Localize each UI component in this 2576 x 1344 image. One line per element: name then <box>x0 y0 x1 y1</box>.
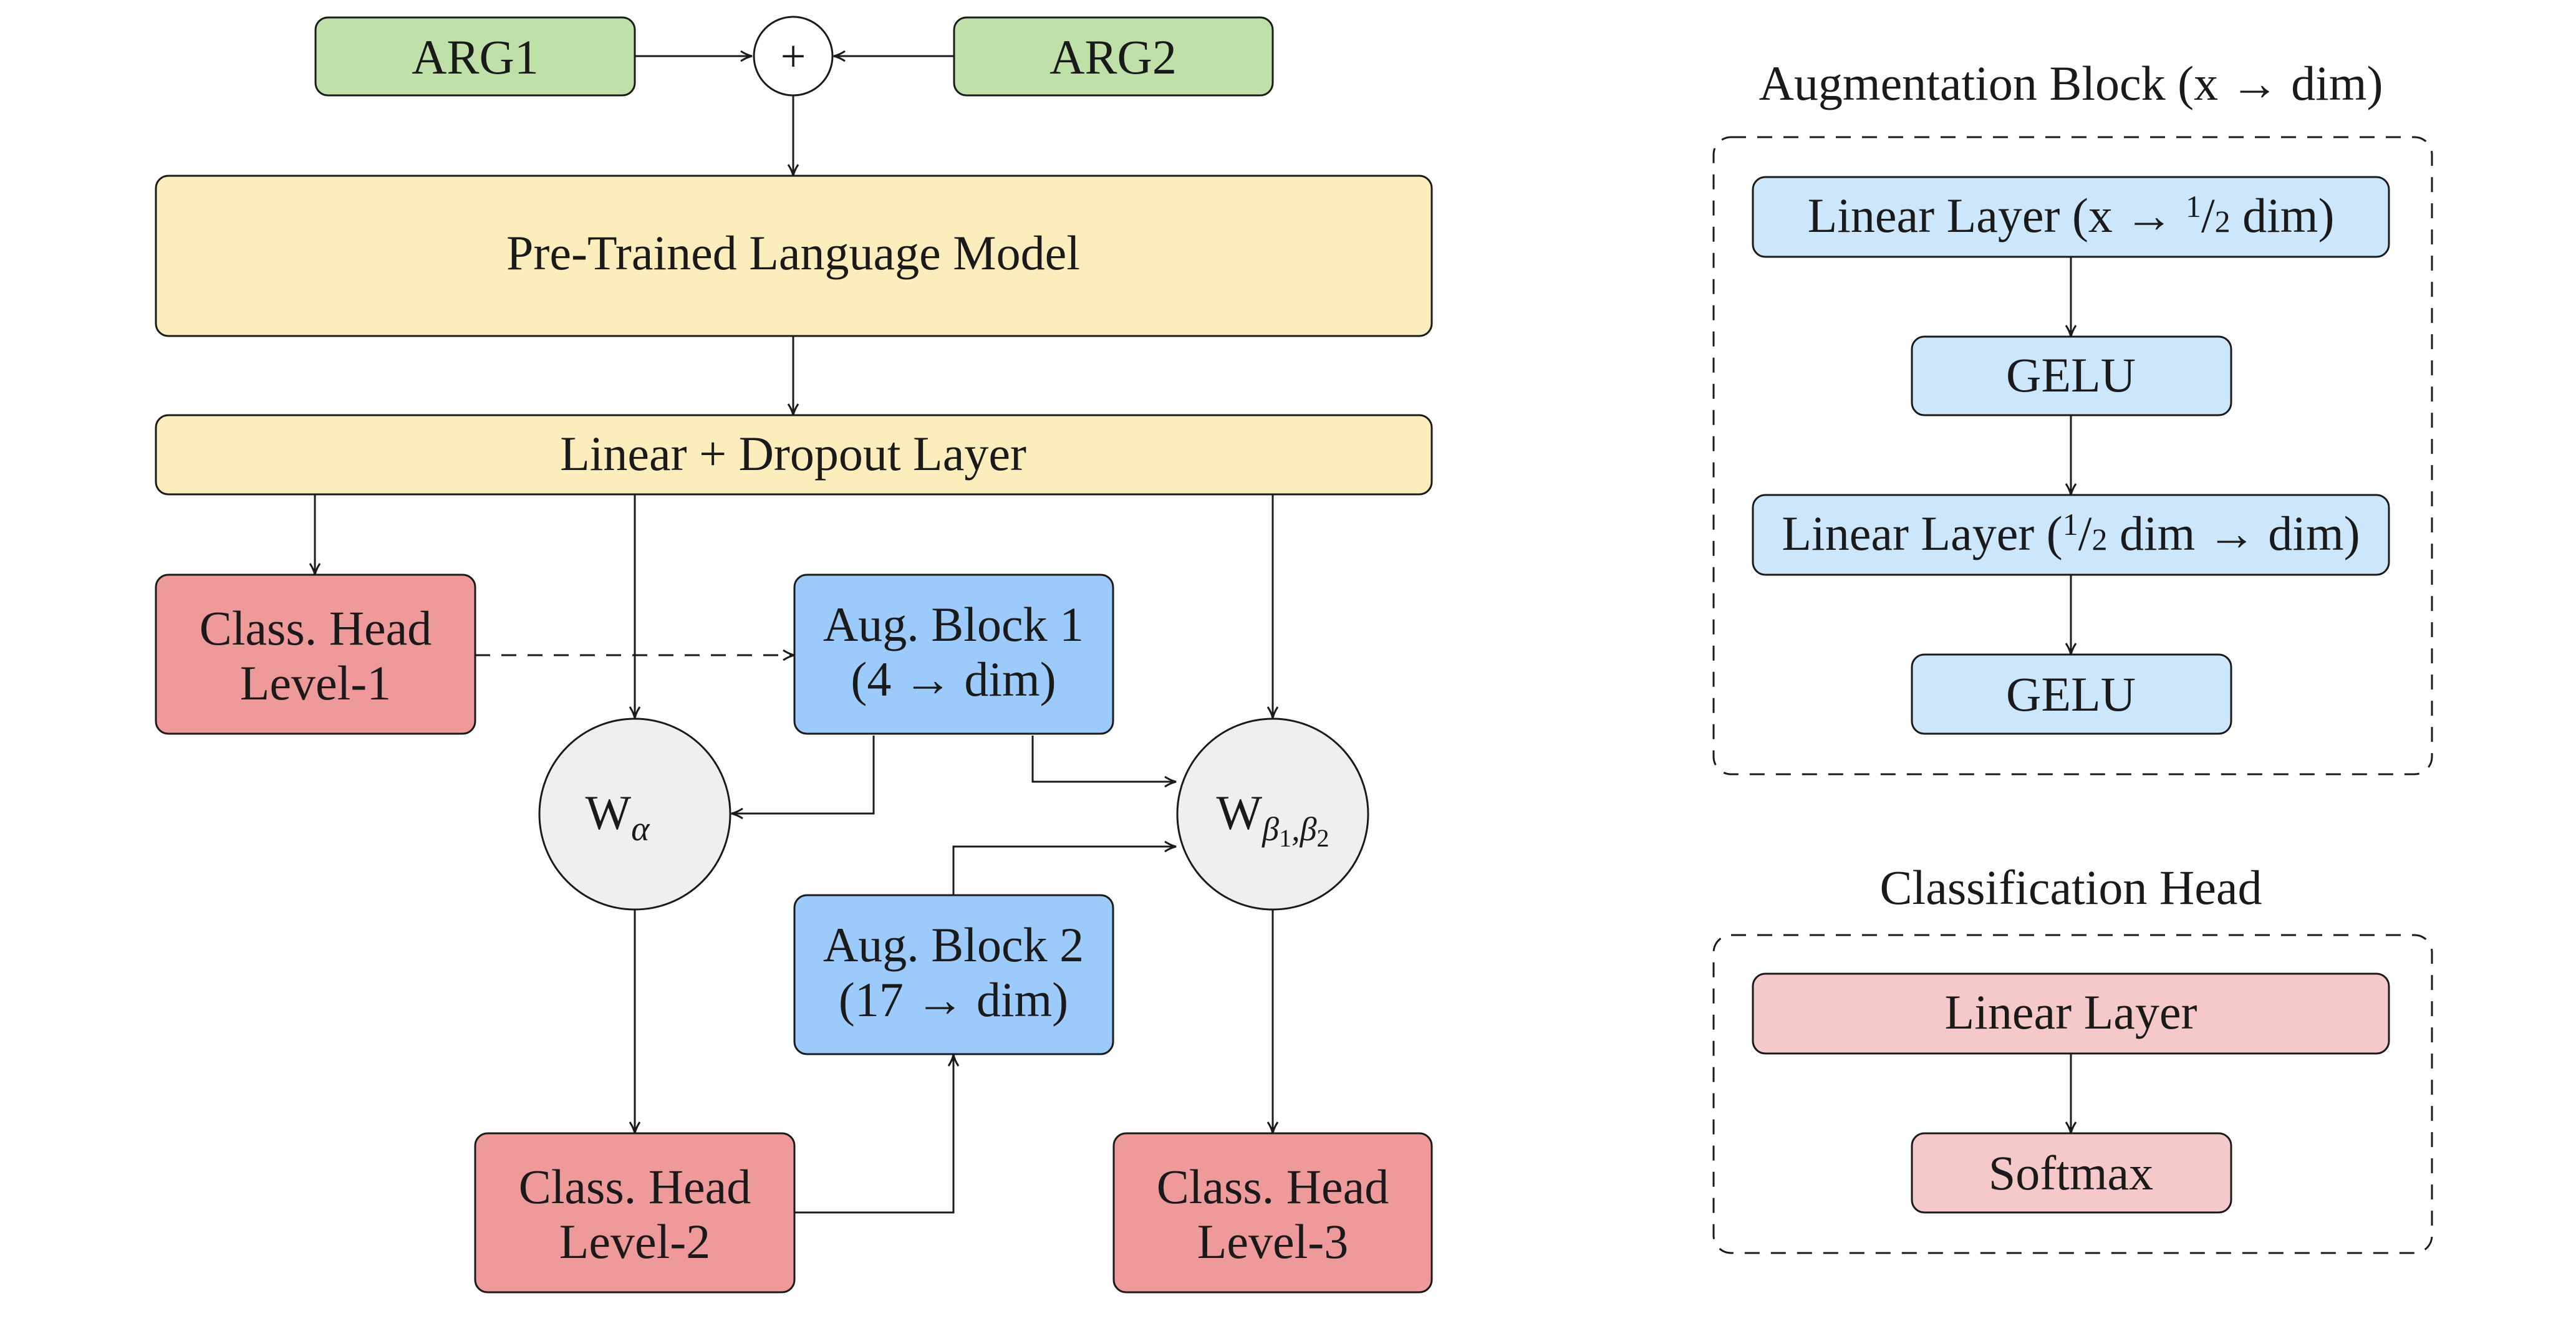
aug-detail-gelu-2-label: GELU <box>2006 667 2136 721</box>
aug-block-2: Aug. Block 2 (17 → dim) <box>793 894 1114 1055</box>
aug-block-1: Aug. Block 1 (4 → dim) <box>793 574 1114 735</box>
plus-symbol: + <box>781 31 806 81</box>
augmentation-block-detail: Augmentation Block (x → dim) Linear Laye… <box>1712 56 2433 775</box>
aug2-line2: (17 → dim) <box>839 972 1068 1027</box>
arrow-aug1-to-wbeta <box>1031 736 1177 788</box>
plm-label: Pre-Trained Language Model <box>506 226 1080 280</box>
input-arg1: ARG1 <box>314 16 636 97</box>
arrow-head2-to-aug2 <box>794 1054 960 1214</box>
weight-alpha-node: Wα <box>538 718 731 911</box>
arg1-label: ARG1 <box>412 30 539 84</box>
linear-dropout-layer: Linear + Dropout Layer <box>155 414 1433 496</box>
head-detail-linear: Linear Layer <box>1752 972 2390 1055</box>
wbeta-sub: β <box>1261 810 1279 848</box>
wbeta-sub2: 2 <box>1316 824 1329 852</box>
aug1-line1: Aug. Block 1 <box>823 597 1084 651</box>
aug-detail-gelu-1: GELU <box>1911 335 2232 416</box>
augmentation-block-frame <box>1712 136 2433 775</box>
arrow-aug2-to-wbeta <box>952 840 1177 895</box>
aug-detail-gelu-1-label: GELU <box>2006 348 2136 402</box>
head-detail-softmax: Softmax <box>1911 1132 2232 1214</box>
arrow-aug1-to-walpha <box>731 736 875 820</box>
linear-dropout-label: Linear + Dropout Layer <box>560 426 1026 481</box>
classification-head-detail: Classification Head Linear Layer Softmax <box>1712 860 2433 1254</box>
aug-detail-gelu-2: GELU <box>1911 653 2232 735</box>
classification-head-title: Classification Head <box>1880 860 2262 914</box>
wbeta-sub1: 1 <box>1279 824 1291 852</box>
walpha-label: Wα <box>585 785 650 848</box>
head1-line2: Level-1 <box>240 656 392 710</box>
walpha-base: W <box>585 785 631 840</box>
class-head-level-1: Class. Head Level-1 <box>155 574 476 735</box>
aug-detail-linear-1: Linear Layer (x → 1/2 dim) <box>1752 176 2390 258</box>
aug-detail-linear-2: Linear Layer (1/2 dim → dim) <box>1752 494 2390 576</box>
walpha-sub: α <box>631 810 650 848</box>
augmentation-block-title: Augmentation Block (x → dim) <box>1759 56 2383 110</box>
aug-detail-linear-2-label: Linear Layer (1/2 dim → dim) <box>1782 506 2360 560</box>
head-detail-linear-label: Linear Layer <box>1945 985 2197 1039</box>
wbeta-label: Wβ1,β2 <box>1217 785 1329 852</box>
classification-head-frame <box>1712 934 2433 1254</box>
wbeta-comma: ,β <box>1291 810 1317 848</box>
aug2-line1: Aug. Block 2 <box>823 918 1084 972</box>
class-head-level-3: Class. Head Level-3 <box>1112 1132 1433 1294</box>
connectors <box>309 50 2077 1214</box>
pretrained-language-model: Pre-Trained Language Model <box>155 175 1433 337</box>
head1-line1: Class. Head <box>200 601 432 655</box>
head2-line2: Level-2 <box>559 1214 711 1269</box>
aug1-line2: (4 → dim) <box>851 652 1056 706</box>
wbeta-base: W <box>1217 785 1263 840</box>
head3-line1: Class. Head <box>1157 1159 1389 1214</box>
weight-beta-node: Wβ1,β2 <box>1176 718 1369 911</box>
plus-node: + <box>753 16 834 97</box>
head-detail-softmax-label: Softmax <box>1989 1146 2153 1200</box>
aug-detail-linear-1-label: Linear Layer (x → 1/2 dim) <box>1808 188 2335 242</box>
input-arg2: ARG2 <box>953 16 1274 97</box>
class-head-level-2: Class. Head Level-2 <box>474 1132 796 1294</box>
head2-line1: Class. Head <box>519 1159 751 1214</box>
head3-line2: Level-3 <box>1197 1214 1349 1269</box>
arg2-label: ARG2 <box>1049 30 1177 84</box>
